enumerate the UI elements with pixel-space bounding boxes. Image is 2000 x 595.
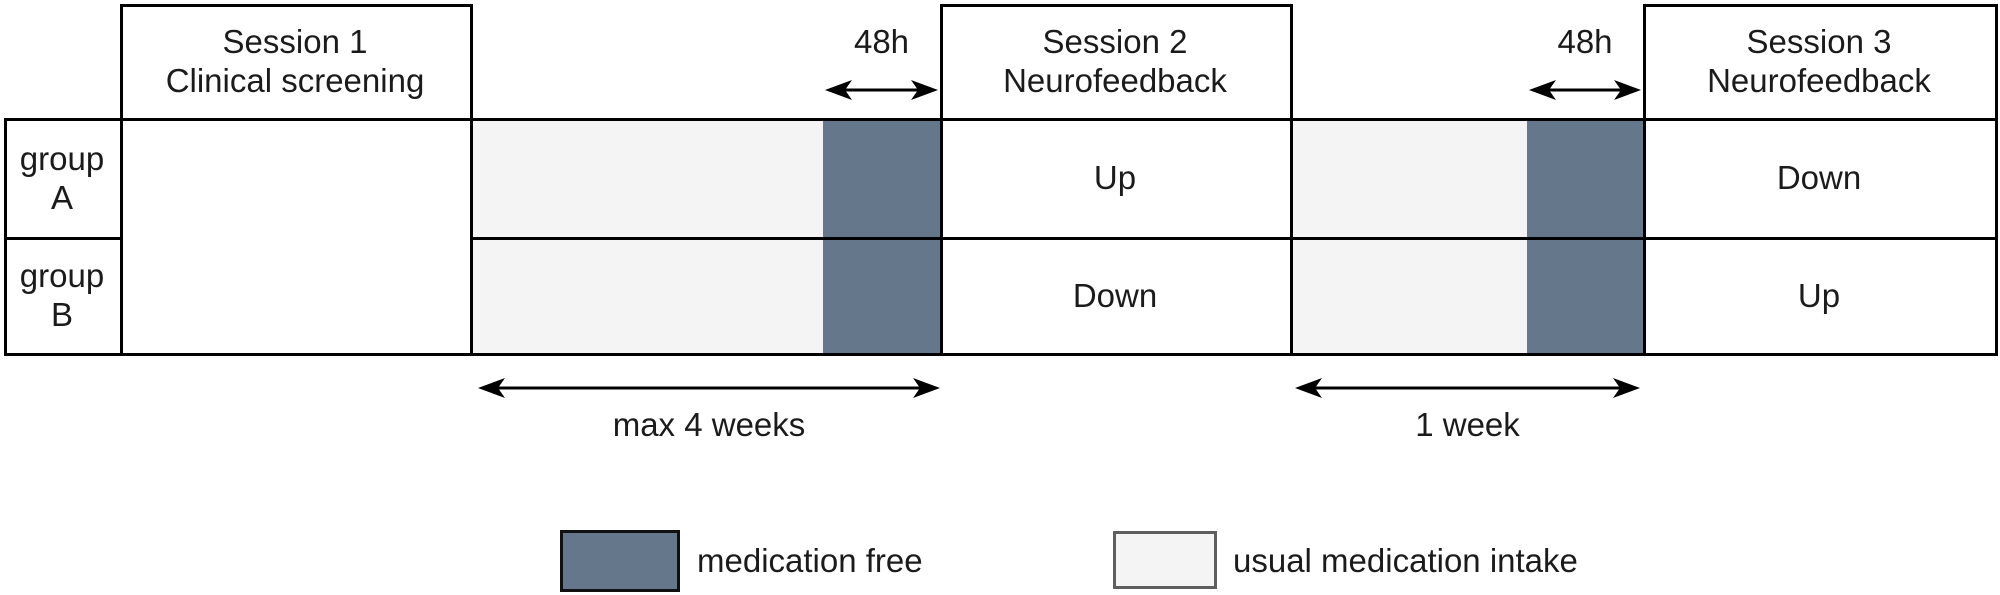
usual-medication-period-1 [470,118,823,353]
session1-header: Session 1 Clinical screening [120,4,470,118]
session2-subtitle: Neurofeedback [1003,62,1227,99]
usual-medication-period-2 [1290,118,1527,353]
session3-left-border [1643,4,1646,356]
session3-group-a-condition: Down [1643,118,1995,237]
session3-header: Session 3 Neurofeedback [1643,4,1995,118]
session3-group-b-condition: Up [1643,237,1995,353]
medication-free-period-1 [823,118,940,353]
group-row-divider-left [4,237,123,240]
period1-duration-label: max 4 weeks [612,406,806,443]
session2-title: Session 2 [1042,23,1188,60]
session1-subtitle: Clinical screening [165,62,425,99]
session3-title: Session 3 [1746,23,1892,60]
table-bottom-border [4,353,1998,356]
session1-title: Session 1 [222,23,368,60]
period1-double-arrow [478,378,940,398]
condition-text: Up [1093,159,1137,196]
session2-group-b-condition: Down [940,237,1290,353]
group-b-label: group B [4,237,120,353]
group-b-word: group [19,257,105,294]
session3-subtitle: Neurofeedback [1707,62,1931,99]
session2-group-a-condition: Up [940,118,1290,237]
legend-swatch-medication-free [560,530,680,592]
session2-left-border [940,4,943,356]
table-right-border [1995,4,1998,356]
condition-text: Down [1072,276,1158,314]
group-row-divider-right [470,237,1998,240]
legend-swatch-usual-medication [1113,531,1217,589]
group-column-right-border [120,4,123,356]
legend-label-medication-free: medication free [697,542,923,579]
group-a-word: group [19,139,105,177]
header-bottom-border [4,118,1998,121]
group-a-label: group A [4,118,120,237]
session2-box-top-border [940,4,1293,7]
period2-double-arrow [1295,378,1640,398]
session1-right-border [470,4,473,356]
condition-text: Up [1797,276,1841,314]
condition-text: Down [1776,159,1862,196]
medication-free-period-2 [1527,118,1643,353]
table-left-border [4,118,7,356]
period2-duration-label: 1 week [1415,406,1520,443]
gap2-double-arrow [1529,80,1641,100]
gap1-double-arrow [825,80,938,100]
group-a-letter: A [50,178,73,216]
gap1-duration-label: 48h [853,23,910,60]
session1-box-top-border [120,4,473,7]
session2-right-border [1290,4,1293,356]
group-b-letter: B [50,296,73,333]
session3-box-top-border [1643,4,1998,7]
session2-header: Session 2 Neurofeedback [940,4,1290,118]
legend-label-usual-medication: usual medication intake [1233,542,1578,579]
gap2-duration-label: 48h [1557,23,1613,60]
